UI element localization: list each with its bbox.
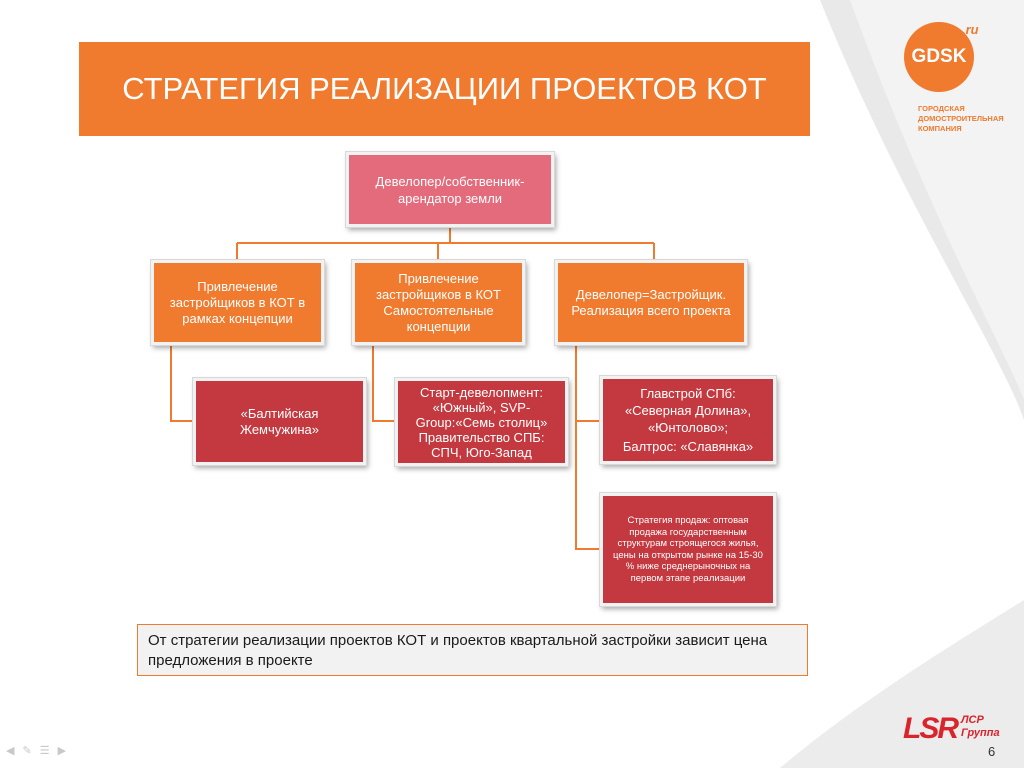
node-baltic-pearl: «Балтийская Жемчужина» bbox=[192, 377, 367, 466]
slide-title-text: СТРАТЕГИЯ РЕАЛИЗАЦИИ ПРОЕКТОВ КОТ bbox=[122, 71, 767, 106]
lsr-logo-text: ЛСР Группа bbox=[961, 714, 1000, 740]
slide-title: СТРАТЕГИЯ РЕАЛИЗАЦИИ ПРОЕКТОВ КОТ bbox=[79, 42, 810, 136]
page-number: 6 bbox=[988, 744, 996, 759]
gdsk-logo-circle: GDSK bbox=[904, 22, 974, 92]
connector-b2-start bbox=[372, 345, 395, 422]
gdsk-logo-subtitle: ГОРОДСКАЯ ДОМОСТРОИТЕЛЬНАЯ КОМПАНИЯ bbox=[918, 104, 1004, 133]
lsr-logo: LSR ЛСР Группа bbox=[903, 708, 1013, 748]
node-branch-developer-builder-text: Девелопер=Застройщик. Реализация всего п… bbox=[571, 286, 731, 318]
summary-note: От стратегии реализации проектов КОТ и п… bbox=[137, 624, 808, 676]
node-baltic-pearl-text: «Балтийская Жемчужина» bbox=[239, 405, 320, 437]
node-branch-developer-builder: Девелопер=Застройщик. Реализация всего п… bbox=[554, 259, 748, 346]
node-sales-strategy: Стратегия продаж: оптовая продажа госуда… bbox=[599, 492, 777, 607]
lsr-logo-mark: LSR bbox=[903, 712, 959, 745]
summary-note-text: От стратегии реализации проектов КОТ и п… bbox=[148, 632, 768, 669]
gdsk-logo: GDSK .ru ГОРОДСКАЯ ДОМОСТРОИТЕЛЬНАЯ КОМП… bbox=[904, 22, 1014, 142]
lsr-logo-text-1: ЛСР bbox=[961, 714, 984, 726]
connector-b3-glavstroy bbox=[575, 345, 600, 422]
menu-icon[interactable]: ☰ bbox=[39, 745, 50, 757]
lsr-logo-text-2: Группа bbox=[961, 727, 1000, 739]
connector-b3-sales bbox=[575, 421, 600, 550]
nav-prev-icon[interactable]: ◀ bbox=[6, 745, 15, 757]
nav-next-icon[interactable]: ▶ bbox=[57, 745, 67, 757]
node-start-development-text: Старт-девелопмент: «Южный», SVP-Group:«С… bbox=[415, 384, 548, 460]
node-branch-independent-text: Привлечение застройщиков в КОТ Самостоят… bbox=[376, 270, 501, 334]
node-root-text: Девелопер/собственник-арендатор земли bbox=[375, 173, 525, 206]
node-root-developer: Девелопер/собственник-арендатор земли bbox=[345, 151, 555, 228]
connector-b1-baltic bbox=[170, 345, 193, 422]
node-start-development: Старт-девелопмент: «Южный», SVP-Group:«С… bbox=[394, 377, 569, 467]
node-glavstroy-text-2: Балтрос: «Славянка» bbox=[622, 439, 754, 454]
gdsk-logo-suffix: .ru bbox=[962, 22, 979, 37]
node-branch-concept: Привлечение застройщиков в КОТ в рамках … bbox=[150, 259, 325, 346]
node-sales-strategy-text: Стратегия продаж: оптовая продажа госуда… bbox=[613, 515, 763, 584]
node-glavstroy: Главстрой СПб: «Северная Долина», «Юнтол… bbox=[599, 375, 777, 465]
node-glavstroy-text-1: Главстрой СПб: «Северная Долина», «Юнтол… bbox=[624, 386, 752, 435]
pen-icon[interactable]: ✎ bbox=[22, 745, 32, 757]
slide-nav-controls: ◀ ✎ ☰ ▶ bbox=[6, 744, 66, 757]
node-branch-concept-text: Привлечение застройщиков в КОТ в рамках … bbox=[169, 278, 306, 326]
node-branch-independent: Привлечение застройщиков в КОТ Самостоят… bbox=[351, 259, 526, 346]
